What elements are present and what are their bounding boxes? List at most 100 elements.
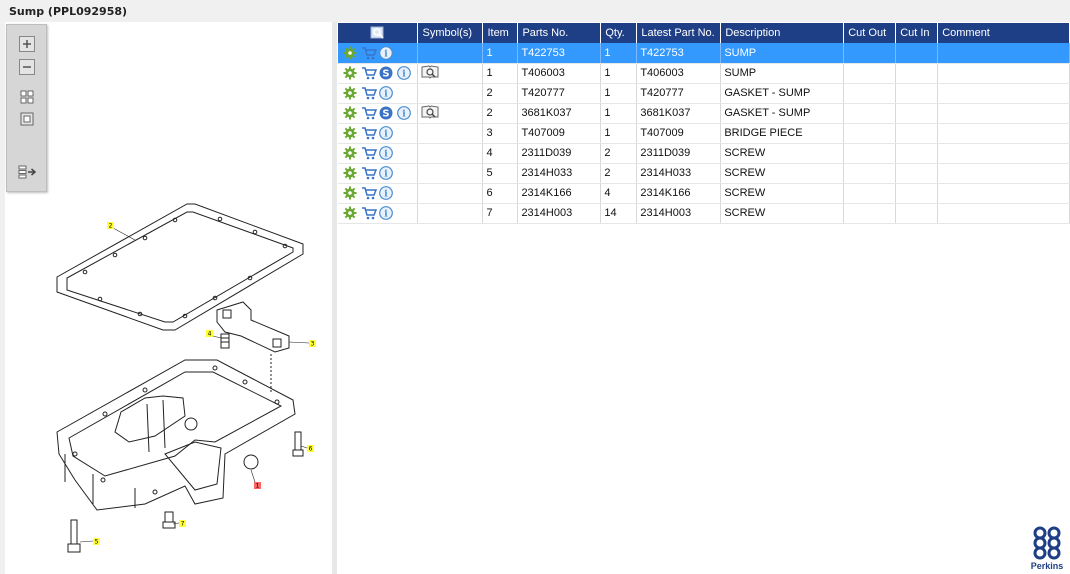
symbols-cell — [417, 43, 484, 64]
perkins-logo-mark — [1033, 526, 1061, 560]
zoom-out-icon[interactable] — [17, 57, 37, 77]
callout-6[interactable]: 6 — [300, 445, 314, 453]
settings-gear-icon[interactable] — [343, 66, 357, 80]
comment-cell — [937, 143, 1070, 164]
column-header-icons[interactable] — [338, 23, 419, 43]
column-header-qty[interactable]: Qty. — [600, 23, 638, 43]
item-cell: 5 — [482, 163, 519, 184]
callout-1[interactable]: 1 — [250, 469, 261, 490]
fit-all-icon[interactable] — [17, 87, 37, 107]
callout-2[interactable]: 2 — [107, 222, 136, 241]
latest-part-number-cell: 2314K166 — [636, 183, 722, 204]
add-to-cart-icon[interactable] — [361, 106, 378, 120]
screw-5-shape — [67, 519, 81, 553]
settings-gear-icon[interactable] — [343, 126, 357, 140]
latest-part-number-cell: T422753 — [636, 43, 722, 64]
description-cell: SCREW — [720, 143, 845, 164]
item-cell: 1 — [482, 63, 519, 84]
cut-out-cell — [843, 183, 897, 204]
gasket-shape — [56, 203, 304, 331]
add-to-cart-icon[interactable] — [361, 186, 378, 200]
pane-splitter[interactable] — [332, 22, 337, 574]
service-s-icon[interactable]: S — [379, 106, 393, 120]
settings-gear-icon[interactable] — [343, 206, 357, 220]
row-actions-cell: i — [338, 183, 419, 204]
info-icon[interactable]: i — [379, 146, 393, 160]
add-to-cart-icon[interactable] — [361, 206, 378, 220]
settings-gear-icon[interactable] — [343, 106, 357, 120]
callout-5[interactable]: 5 — [79, 538, 100, 546]
item-cell: 1 — [482, 43, 519, 64]
svg-text:i: i — [384, 90, 388, 100]
callout-3[interactable]: 3 — [288, 340, 316, 348]
settings-gear-icon[interactable] — [343, 186, 357, 200]
add-to-cart-icon[interactable] — [361, 146, 378, 160]
symbols-cell — [417, 143, 484, 164]
description-cell: GASKET - SUMP — [720, 83, 845, 104]
column-header-cut-in[interactable]: Cut In — [895, 23, 939, 43]
info-icon[interactable]: i — [379, 186, 393, 200]
fit-window-icon[interactable] — [17, 109, 37, 129]
add-to-cart-icon[interactable] — [361, 126, 378, 140]
cut-in-cell — [895, 183, 939, 204]
column-header-symbols[interactable]: Symbol(s) — [417, 23, 484, 43]
add-to-cart-icon[interactable] — [361, 166, 378, 180]
view-icon[interactable] — [370, 26, 386, 40]
column-header-description[interactable]: Description — [720, 23, 845, 43]
add-to-cart-icon[interactable] — [361, 46, 378, 60]
screw-6-shape — [292, 431, 304, 457]
screw-4-shape — [220, 333, 230, 349]
comment-cell — [937, 203, 1070, 224]
settings-gear-icon[interactable] — [343, 146, 357, 160]
info-icon[interactable]: i — [379, 86, 393, 100]
info-icon[interactable]: i — [379, 126, 393, 140]
info-icon[interactable]: i — [397, 106, 411, 120]
export-icon[interactable] — [17, 162, 37, 182]
row-actions-cell: i — [338, 203, 419, 224]
column-header-item[interactable]: Item — [482, 23, 519, 43]
document-view-icon[interactable] — [421, 64, 439, 79]
settings-gear-icon[interactable] — [343, 86, 357, 100]
info-icon[interactable]: i — [379, 206, 393, 220]
service-s-icon[interactable]: S — [379, 66, 393, 80]
comment-cell — [937, 123, 1070, 144]
illustration-pane[interactable]: 2 4 3 6 1 7 5 — [5, 22, 332, 574]
info-icon[interactable]: i — [379, 45, 393, 60]
part-number-cell: T406003 — [517, 63, 602, 84]
part-number-cell: T420777 — [517, 83, 602, 104]
qty-cell: 1 — [600, 83, 638, 104]
column-header-latest-part-no[interactable]: Latest Part No. — [636, 23, 722, 43]
settings-gear-icon[interactable] — [343, 46, 357, 60]
add-to-cart-icon[interactable] — [361, 86, 378, 100]
qty-cell: 1 — [600, 123, 638, 144]
column-header-cut-out[interactable]: Cut Out — [843, 23, 897, 43]
parts-list-pane: Symbol(s) Item Parts No. Qty. Latest Par… — [337, 22, 1070, 574]
part-number-cell: T407009 — [517, 123, 602, 144]
add-to-cart-icon[interactable] — [361, 66, 378, 80]
callout-7[interactable]: 7 — [172, 520, 186, 528]
callout-4[interactable]: 4 — [206, 330, 222, 339]
info-icon[interactable]: i — [379, 166, 393, 180]
column-header-comment[interactable]: Comment — [937, 23, 1070, 43]
brand-name: Perkins — [1030, 561, 1064, 571]
row-actions-cell: i — [338, 43, 419, 64]
settings-gear-icon[interactable] — [343, 166, 357, 180]
latest-part-number-cell: T407009 — [636, 123, 722, 144]
cut-out-cell — [843, 83, 897, 104]
zoom-in-icon[interactable] — [17, 34, 37, 54]
column-header-parts-no[interactable]: Parts No. — [517, 23, 602, 43]
symbols-cell — [417, 163, 484, 184]
document-view-icon[interactable] — [421, 104, 439, 119]
parts-table: Symbol(s) Item Parts No. Qty. Latest Par… — [338, 23, 1070, 224]
info-icon[interactable]: i — [397, 66, 411, 80]
svg-text:i: i — [402, 70, 406, 80]
